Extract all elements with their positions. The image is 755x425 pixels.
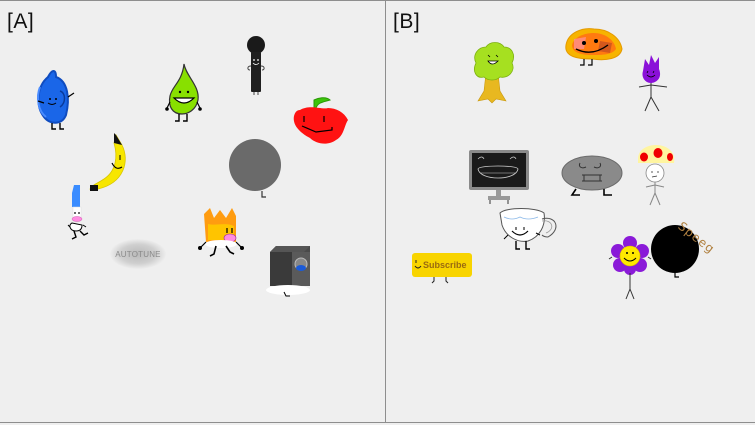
banana-character[interactable]: [88, 133, 130, 193]
black-hole-character[interactable]: Speeg: [650, 215, 718, 281]
bottle-character[interactable]: [34, 67, 78, 131]
apple-character[interactable]: [292, 96, 350, 148]
dryer-character[interactable]: [266, 246, 312, 298]
panel-a: [A]: [0, 0, 386, 423]
microphone-character[interactable]: [245, 36, 267, 96]
rock-character[interactable]: [560, 155, 624, 199]
subscribe-label: Subscribe: [423, 260, 467, 270]
gray-ball-character[interactable]: [228, 139, 284, 201]
tree-character[interactable]: [470, 41, 516, 105]
panel-b-label: [B]: [393, 10, 421, 33]
purple-flame-character[interactable]: [637, 53, 671, 115]
autotune-character[interactable]: AUTOTUNE: [110, 239, 166, 269]
pizza-character[interactable]: [562, 27, 624, 71]
mushroom-character[interactable]: [634, 145, 678, 209]
monitor-character[interactable]: [468, 149, 530, 205]
teacup-character[interactable]: [498, 207, 562, 257]
marker-character[interactable]: [67, 183, 94, 245]
panel-b: [B]: [385, 0, 755, 423]
flower-character[interactable]: [608, 236, 652, 303]
subscribe-button-character[interactable]: Subscribe: [412, 253, 472, 285]
leafy-character[interactable]: [165, 63, 202, 124]
firey-character[interactable]: [196, 202, 246, 260]
panel-a-label: [A]: [7, 10, 35, 33]
autotune-label: AUTOTUNE: [115, 249, 161, 259]
